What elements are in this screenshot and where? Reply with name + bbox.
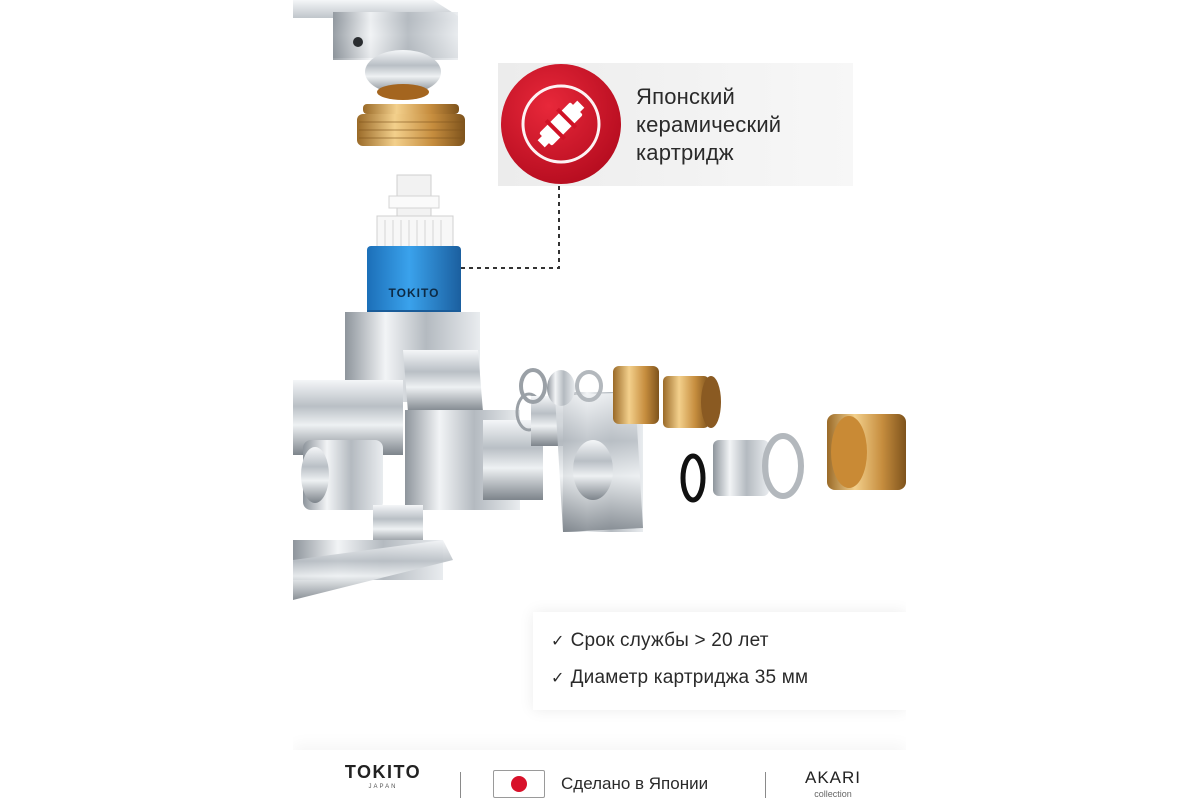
fittings-lower [680, 414, 906, 503]
fittings-upper [519, 366, 721, 428]
feature-service-life: ✓Срок службы > 20 лет [551, 630, 769, 651]
brand-sub: JAPAN [368, 784, 398, 790]
origin-label: Сделано в Японии [561, 774, 709, 793]
mixer-body [293, 312, 543, 600]
collection-sub: collection [814, 789, 852, 799]
feature-cartridge-diameter: ✓Диаметр картриджа 35 мм [551, 667, 809, 688]
collection-logo: AKARI collection [793, 768, 873, 799]
footer-bar: TOKITO JAPAN Сделано в Японии AKARI coll… [293, 750, 906, 800]
brand-logo: TOKITO JAPAN [335, 762, 431, 796]
japan-flag-icon [493, 770, 545, 798]
product-card: Японский керамический картридж TOKITO ✓С… [293, 0, 906, 800]
collection-name: AKARI [804, 768, 862, 787]
cartridge-brand-label: TOKITO [388, 286, 440, 300]
cartridge-icon [501, 64, 621, 184]
top-handle [293, 0, 465, 146]
divider [460, 772, 461, 798]
cartridge [367, 174, 461, 322]
divider [765, 772, 766, 798]
features-panel: ✓Срок службы > 20 лет ✓Диаметр картриджа… [533, 612, 906, 710]
brand-name: TOKITO [344, 762, 422, 782]
check-icon: ✓ [551, 633, 565, 650]
faucet-illustration [293, 0, 906, 600]
check-icon: ✓ [551, 670, 565, 687]
callout-title: Японский керамический картридж [636, 84, 782, 165]
